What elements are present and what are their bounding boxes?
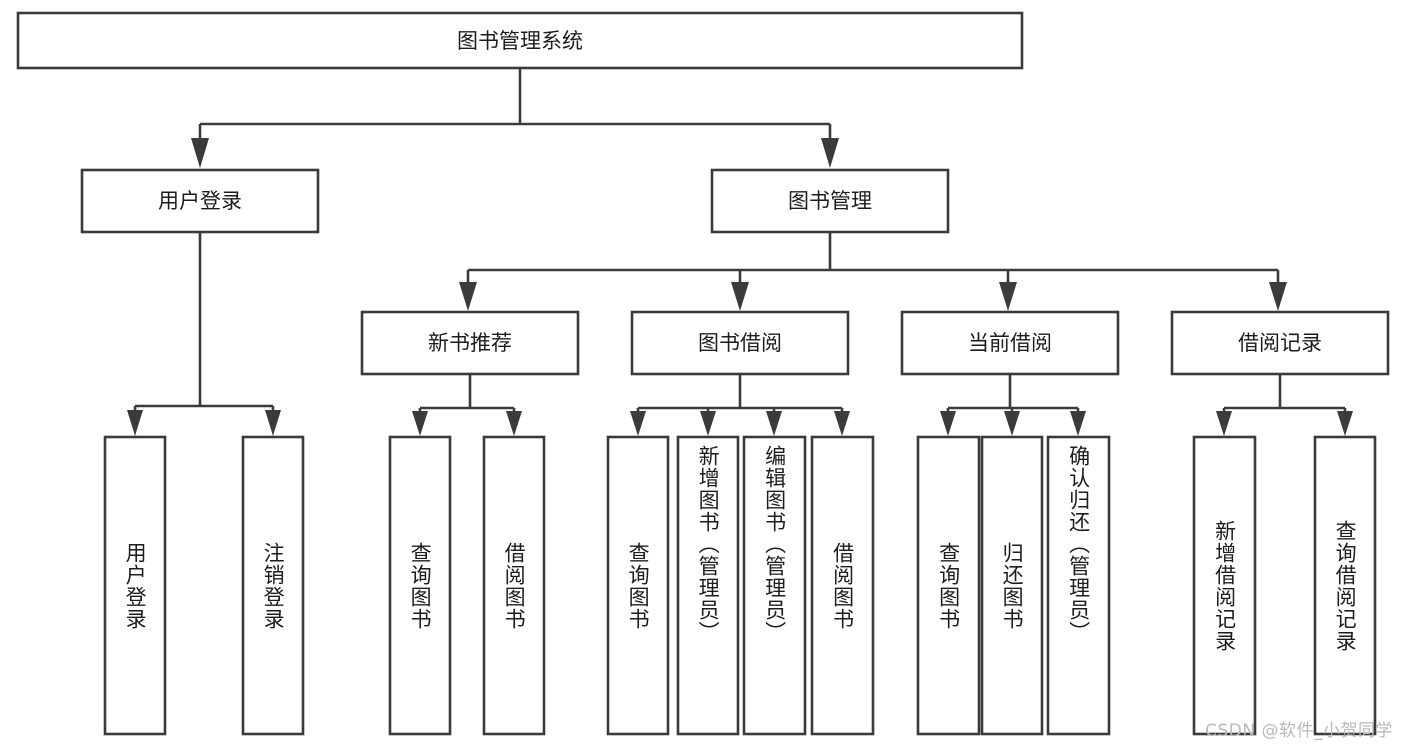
arrow-head-current-borrow: [999, 282, 1017, 311]
node-box-new-book-recommend[interactable]: [360, 310, 580, 376]
leaf-box-cb-2[interactable]: [980, 435, 1044, 736]
node-boxes: [16, 11, 1390, 376]
watermark-text: CSDN @软件_小贺同学: [1205, 721, 1393, 741]
arrow-head-leaf-user-login-1: [127, 410, 143, 436]
arrow-head-leaf-cb-2: [1004, 411, 1020, 436]
leaf-box-cb-3[interactable]: [1046, 435, 1111, 736]
arrow-head-book-mgmt: [821, 138, 839, 168]
arrow-head-new-book-recommend: [459, 282, 477, 311]
node-box-book-borrow[interactable]: [630, 310, 850, 376]
node-box-user-login[interactable]: [80, 168, 320, 234]
leaf-boxes: [103, 435, 1377, 736]
arrow-head-leaf-bb-1: [630, 411, 646, 436]
leaf-box-bb-2[interactable]: [676, 435, 740, 736]
arrow-head-leaf-nbr-1: [412, 411, 428, 436]
node-label-root: 图书管理系统: [457, 29, 583, 53]
arrow-head-user-login: [191, 138, 209, 168]
node-label-book-mgmt: 图书管理: [788, 189, 872, 213]
node-box-borrow-record[interactable]: [1170, 310, 1390, 376]
node-label-book-borrow: 图书借阅: [698, 331, 782, 355]
arrow-head-book-borrow: [731, 282, 749, 311]
leaf-box-bb-3[interactable]: [742, 435, 807, 736]
connector-group-book-mgmt: [459, 232, 1287, 311]
node-label-new-book-recommend: 新书推荐: [428, 331, 512, 355]
leaf-box-user-login-2[interactable]: [241, 435, 305, 736]
leaf-box-br-2[interactable]: [1313, 435, 1377, 736]
connector-group-book-borrow: [630, 374, 850, 436]
connector-group-user-login: [127, 232, 281, 436]
node-box-book-mgmt[interactable]: [710, 168, 950, 234]
connector-group-borrow-record: [1216, 374, 1353, 436]
leaf-box-br-1[interactable]: [1192, 435, 1257, 736]
node-box-root[interactable]: [16, 11, 1024, 70]
connector-group-new-book-recommend: [412, 374, 522, 436]
leaf-box-nbr-2[interactable]: [482, 435, 546, 736]
arrow-head-leaf-user-login-2: [265, 410, 281, 436]
leaf-box-bb-4[interactable]: [810, 435, 875, 736]
arrow-head-leaf-nbr-2: [506, 411, 522, 436]
arrow-head-leaf-bb-2: [700, 411, 716, 436]
arrow-head-leaf-br-2: [1337, 411, 1353, 436]
leaf-box-bb-1[interactable]: [606, 435, 670, 736]
arrow-head-leaf-bb-3: [766, 411, 782, 436]
node-label-current-borrow: 当前借阅: [968, 331, 1052, 355]
leaf-box-cb-1[interactable]: [916, 435, 981, 736]
node-labels: 图书管理系统 用户登录 图书管理 新书推荐 图书借阅 当前借阅 借阅记录: [158, 29, 1322, 355]
leaf-box-user-login-1[interactable]: [103, 435, 167, 736]
node-box-current-borrow[interactable]: [900, 310, 1120, 376]
arrow-head-leaf-cb-1: [940, 411, 956, 436]
arrow-head-leaf-cb-3: [1070, 411, 1086, 436]
node-label-user-login: 用户登录: [158, 189, 242, 213]
leaf-box-nbr-1[interactable]: [388, 435, 452, 736]
arrow-head-leaf-br-1: [1216, 411, 1232, 436]
connector-group-current-borrow: [940, 374, 1086, 436]
connector-group-root: [191, 68, 839, 168]
node-label-borrow-record: 借阅记录: [1238, 331, 1322, 355]
arrow-head-leaf-bb-4: [834, 411, 850, 436]
arrow-head-borrow-record: [1269, 282, 1287, 311]
